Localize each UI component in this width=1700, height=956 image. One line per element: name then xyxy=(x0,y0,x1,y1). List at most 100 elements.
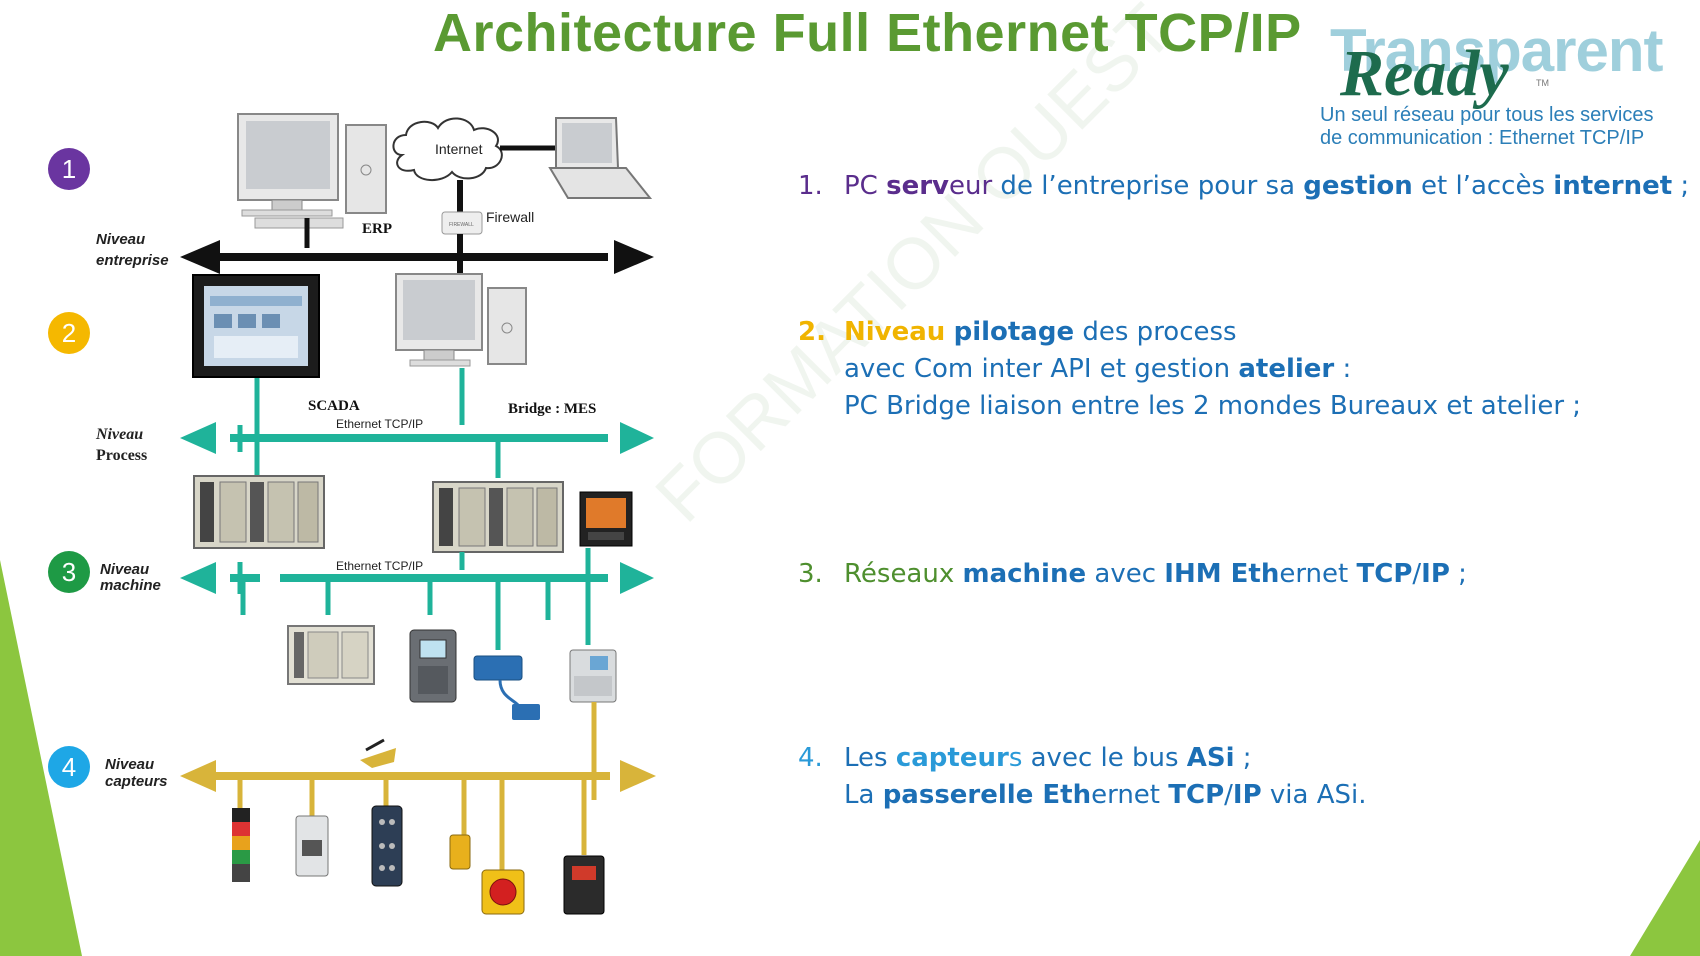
step-number: 1. xyxy=(798,171,823,201)
step-text-segment: capteur xyxy=(895,743,1009,773)
level-label-line1: Niveau xyxy=(100,561,150,578)
step-line: PC Bridge liaison entre les 2 mondes Bur… xyxy=(798,388,1581,425)
level-label-line2: Process xyxy=(96,447,148,464)
step-number: 4. xyxy=(798,743,823,773)
sensor-icon xyxy=(295,815,329,877)
io-module-icon xyxy=(371,805,403,887)
step-text-segment: ; xyxy=(1449,559,1467,589)
logo-word-ready: Ready xyxy=(1340,37,1509,110)
step-line: 4.Les capteurs avec le bus ASi ; xyxy=(798,740,1367,777)
level-label-enterprise: Niveau entreprise xyxy=(96,229,169,271)
step-text-segment: pilotage xyxy=(953,317,1075,347)
bridge-mes-label: Bridge : MES xyxy=(508,401,596,417)
step-text-segment: avec xyxy=(1086,559,1165,589)
plc-rack-icon xyxy=(287,625,375,685)
step-text-segment: serv xyxy=(886,171,949,201)
scada-label: SCADA xyxy=(308,398,360,414)
erp-label: ERP xyxy=(362,221,392,237)
level-label-process: Niveau Process xyxy=(96,424,147,466)
asi-logo-icon xyxy=(360,738,396,768)
right-green-decor xyxy=(1630,840,1700,956)
step-text-segment: ernet xyxy=(1279,559,1357,589)
step-text-segment xyxy=(945,317,953,347)
level-label-sensors: Niveau capteurs xyxy=(105,756,168,790)
step-text-segment: ; xyxy=(1672,171,1690,201)
step-text-segment: atelier xyxy=(1238,354,1335,384)
step-text-segment: Réseaux xyxy=(844,559,963,589)
step-4: 4.Les capteurs avec le bus ASi ;La passe… xyxy=(798,740,1367,814)
transparent-ready-logo: Transparent Ready TM Un seul réseau pour… xyxy=(1318,16,1688,156)
level-label-line1: Niveau xyxy=(96,231,146,248)
level-badge-4: 4 xyxy=(48,746,90,788)
step-text-segment: : xyxy=(1334,354,1352,384)
level-label-line2: entreprise xyxy=(96,252,169,269)
step-line: 2. Niveau pilotage des process xyxy=(798,314,1581,351)
step-text-segment: TCP xyxy=(1168,780,1225,810)
step-text-segment: / xyxy=(1224,780,1233,810)
laptop-icon xyxy=(548,117,653,199)
level-label-line1: Niveau xyxy=(96,426,144,443)
internet-label: Internet xyxy=(435,141,483,157)
step-line: 3. Réseaux machine avec IHM Ethernet TCP/… xyxy=(798,556,1467,593)
step-text-segment: avec le bus xyxy=(1022,743,1187,773)
network-diagram: Internet FIREWALL Firewall ERP xyxy=(180,113,656,915)
network-box-icon xyxy=(473,655,540,720)
step-1: 1.PC serveur de l’entreprise pour sa ges… xyxy=(798,168,1689,205)
step-text-segment: ASi xyxy=(1186,743,1235,773)
level-label-line2: machine xyxy=(100,577,161,594)
plc-rack-icon xyxy=(432,481,564,553)
emergency-stop-icon xyxy=(481,869,525,915)
level-label-line1: Niveau xyxy=(105,756,155,773)
step-number: 3. xyxy=(798,559,823,589)
gateway-icon xyxy=(569,649,617,703)
step-text-segment: ernet xyxy=(1091,780,1169,810)
step-text-segment: eur xyxy=(949,171,993,201)
step-text-segment: / xyxy=(1412,559,1422,589)
ethernet-machine-label: Ethernet TCP/IP xyxy=(336,559,423,573)
page-title: Architecture Full Ethernet TCP/IP xyxy=(433,3,1302,63)
computer-icon xyxy=(237,113,387,229)
step-text-segment: Les xyxy=(844,743,896,773)
level-badge-1: 1 xyxy=(48,148,90,190)
step-text-segment: La xyxy=(844,780,883,810)
step-text-segment: IHM Eth xyxy=(1164,559,1280,589)
step-text-segment: de l’entreprise pour sa xyxy=(992,171,1304,201)
step-2: 2. Niveau pilotage des process avec Com in… xyxy=(798,314,1581,425)
level-label-machine: Niveau machine xyxy=(100,562,161,594)
step-text-segment: passerelle Eth xyxy=(882,780,1092,810)
logo-tagline-line2: de communication : Ethernet TCP/IP xyxy=(1320,127,1645,149)
logo-tagline-line1: Un seul réseau pour tous les services xyxy=(1320,104,1654,126)
step-text-segment: des process xyxy=(1074,317,1237,347)
level-label-line2: capteurs xyxy=(105,773,168,790)
logo-word-transparent: Transparent xyxy=(1330,17,1663,84)
level-badge-3: 3 xyxy=(48,551,90,593)
signal-tower-icon xyxy=(232,808,250,882)
step-text-segment: ; xyxy=(1234,743,1252,773)
drive-icon xyxy=(409,629,457,703)
step-line: La passerelle Ethernet TCP/IP via ASi. xyxy=(798,777,1367,814)
power-supply-icon xyxy=(563,855,605,915)
step-text-segment: internet xyxy=(1553,171,1673,201)
step-text-segment: IP xyxy=(1232,780,1262,810)
step-line: avec Com inter API et gestion atelier : xyxy=(798,351,1581,388)
step-text-segment: IP xyxy=(1421,559,1450,589)
step-text-segment: PC Bridge liaison entre les 2 mondes Bur… xyxy=(844,391,1582,421)
step-text-segment: et l’accès xyxy=(1412,171,1554,201)
watermark: FORMATION OUEST xyxy=(640,0,1189,538)
step-text-segment: machine xyxy=(962,559,1087,589)
left-green-decor xyxy=(0,560,82,956)
cloud-icon xyxy=(392,117,503,181)
step-text-segment: PC xyxy=(844,171,887,201)
ethernet-process-label: Ethernet TCP/IP xyxy=(336,417,423,431)
hmi-panel-icon xyxy=(192,274,320,378)
computer-icon xyxy=(395,273,527,367)
hmi-panel-icon xyxy=(579,491,633,547)
step-number: 2. xyxy=(798,317,826,347)
step-text-segment: TCP xyxy=(1356,559,1413,589)
sensor-icon xyxy=(449,834,471,870)
level-badge-2: 2 xyxy=(48,312,90,354)
firewall-device-label: FIREWALL xyxy=(449,222,474,228)
step-text-segment: Niveau xyxy=(844,317,946,347)
step-text-segment: via ASi. xyxy=(1261,780,1367,810)
